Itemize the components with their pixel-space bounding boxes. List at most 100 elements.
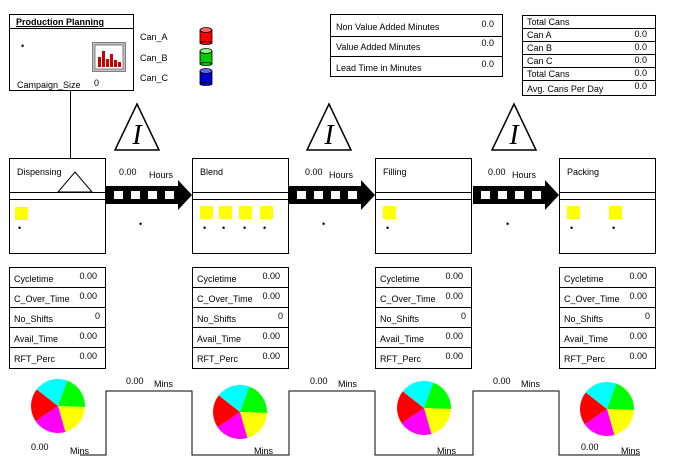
wip-dot: •: [386, 223, 390, 233]
cans-row-value: 0.0: [634, 29, 647, 39]
wip-square: [200, 206, 213, 219]
inventory-triangle-icon[interactable]: I: [490, 102, 538, 152]
utilization-pie-icon[interactable]: [211, 383, 269, 441]
wip-square: [239, 206, 252, 219]
cans-row-label: Can C: [527, 56, 553, 66]
stat-label: C_Over_Time: [197, 294, 253, 304]
pie-slice: [424, 382, 451, 409]
production-planning-title: Production Planning: [16, 17, 104, 27]
pie-slice: [401, 408, 432, 435]
wip-square: [609, 206, 622, 219]
transfer-dot: •: [322, 219, 326, 229]
cans-row-label: Can B: [527, 43, 553, 53]
transfer-unit: Hours: [149, 170, 174, 180]
campaign-size-label: Campaign_Size: [17, 80, 81, 90]
minutes-row-value: 0.0: [481, 59, 494, 69]
planning-dot: •: [21, 41, 25, 51]
production-planning-panel: Production Planning • Campaign_Size 0: [9, 14, 134, 91]
transfer-dot: •: [139, 219, 143, 229]
stat-value: 0.00: [629, 351, 647, 361]
planning-connector: [70, 91, 71, 158]
process-box-dispensing[interactable]: Dispensing •: [9, 158, 106, 254]
histogram-icon[interactable]: [92, 42, 126, 72]
inventory-triangle-icon[interactable]: I: [305, 102, 353, 152]
pie-slice: [240, 412, 267, 438]
pie-minutes-unit: Mins: [70, 446, 90, 456]
stat-label: RFT_Perc: [14, 354, 56, 364]
gap-minutes-value: 0.00: [126, 376, 144, 386]
inventory-letter: I: [131, 120, 143, 151]
utilization-pie-icon[interactable]: [578, 380, 636, 438]
pie-slice: [607, 409, 634, 435]
pie-slice: [36, 379, 68, 406]
stat-value: 0.00: [629, 291, 647, 301]
pie-slice: [218, 385, 250, 412]
transfer-value: 0.00: [119, 167, 137, 177]
pie-slice: [213, 395, 240, 428]
stat-value: 0: [460, 311, 466, 321]
transfer-value: 0.00: [305, 167, 323, 177]
pie-slice: [240, 386, 267, 413]
stat-value: 0.00: [445, 331, 463, 341]
wip-square: [260, 206, 273, 219]
stat-value: 0.00: [445, 271, 463, 281]
cans-row-value: 0.0: [634, 81, 647, 91]
minutes-summary-table: Non Value Added Minutes 0.0 Value Added …: [330, 14, 503, 77]
pie-slice: [585, 382, 617, 409]
inventory-letter: I: [323, 120, 335, 151]
transfer-value: 0.00: [488, 167, 506, 177]
process-name: Filling: [383, 167, 407, 177]
wip-dot: •: [18, 223, 22, 233]
minutes-row-value: 0.0: [481, 19, 494, 29]
process-box-blend[interactable]: Blend • • • •: [192, 158, 289, 254]
stat-label: C_Over_Time: [564, 294, 620, 304]
stat-label: Cycletime: [14, 274, 54, 284]
gap-minutes-unit: Mins: [521, 379, 541, 389]
stat-label: C_Over_Time: [380, 294, 436, 304]
cans-row-value: 0.0: [634, 42, 647, 52]
pie-minutes-unit: Mins: [437, 446, 457, 456]
stat-value: 0.00: [629, 271, 647, 281]
utilization-pie-icon[interactable]: [29, 377, 87, 435]
process-box-packing[interactable]: Packing • •: [559, 158, 656, 254]
pie-minutes-unit: Mins: [254, 446, 274, 456]
stat-value: 0.00: [262, 271, 280, 281]
stat-value: 0.00: [262, 351, 280, 361]
pie-slice: [607, 383, 634, 410]
stats-box-blend: Cycletime 0.00 C_Over_Time 0.00 No_Shifts 0…: [192, 267, 289, 369]
wip-dot: •: [222, 223, 226, 233]
transfer-unit: Hours: [329, 170, 354, 180]
transfer-dot: •: [506, 219, 510, 229]
wip-dot: •: [243, 223, 247, 233]
gap-minutes-value: 0.00: [493, 376, 511, 386]
stat-label: RFT_Perc: [380, 354, 422, 364]
stat-value: 0.00: [629, 331, 647, 341]
minutes-row-label: Lead Time in Minutes: [336, 63, 422, 73]
operator-triangle-icon: [57, 171, 93, 193]
inventory-letter: I: [508, 120, 520, 151]
push-arrow-icon: [106, 180, 192, 210]
stat-value: 0.00: [262, 291, 280, 301]
inventory-triangle-icon[interactable]: I: [113, 102, 161, 152]
stat-value: 0.00: [79, 271, 97, 281]
stat-label: No_Shifts: [197, 314, 237, 324]
minutes-row-label: Non Value Added Minutes: [336, 22, 440, 32]
stat-value: 0.00: [79, 351, 97, 361]
stat-value: 0.00: [445, 291, 463, 301]
stat-label: Avail_Time: [564, 334, 609, 344]
stat-label: RFT_Perc: [564, 354, 606, 364]
pie-minutes-value: 0.00: [581, 442, 599, 452]
pie-slice: [424, 408, 451, 434]
stat-label: RFT_Perc: [197, 354, 239, 364]
wip-square: [567, 206, 580, 219]
process-box-filling[interactable]: Filling •: [375, 158, 472, 254]
stat-value: 0: [94, 311, 100, 321]
wip-square: [219, 206, 232, 219]
process-name: Dispensing: [17, 167, 62, 177]
utilization-pie-icon[interactable]: [395, 379, 453, 437]
stat-value: 0: [644, 311, 650, 321]
process-name: Blend: [200, 167, 224, 177]
stat-label: Cycletime: [197, 274, 237, 284]
